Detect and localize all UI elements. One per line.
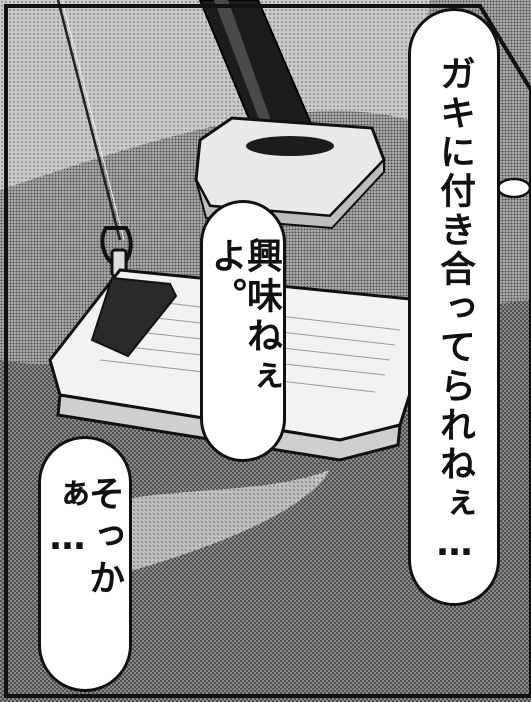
speech-text-main: ガキに付き合ってられねぇ… — [434, 55, 475, 567]
speech-bubble-main: ガキに付き合ってられねぇ… — [408, 8, 500, 606]
seat-bracket — [90, 276, 178, 358]
swing-chain — [56, 0, 122, 241]
speech-bubble-lower: そっかぁ… — [38, 436, 132, 692]
speech-text-lower: そっかぁ… — [47, 475, 124, 601]
speech-bubble-middle: 興味ねぇよ。 — [200, 200, 286, 462]
upper-light-area — [0, 0, 430, 190]
speech-text-middle: 興味ねぇよ。 — [205, 237, 282, 397]
bubble-tail — [496, 177, 531, 199]
panel-border — [4, 4, 531, 698]
